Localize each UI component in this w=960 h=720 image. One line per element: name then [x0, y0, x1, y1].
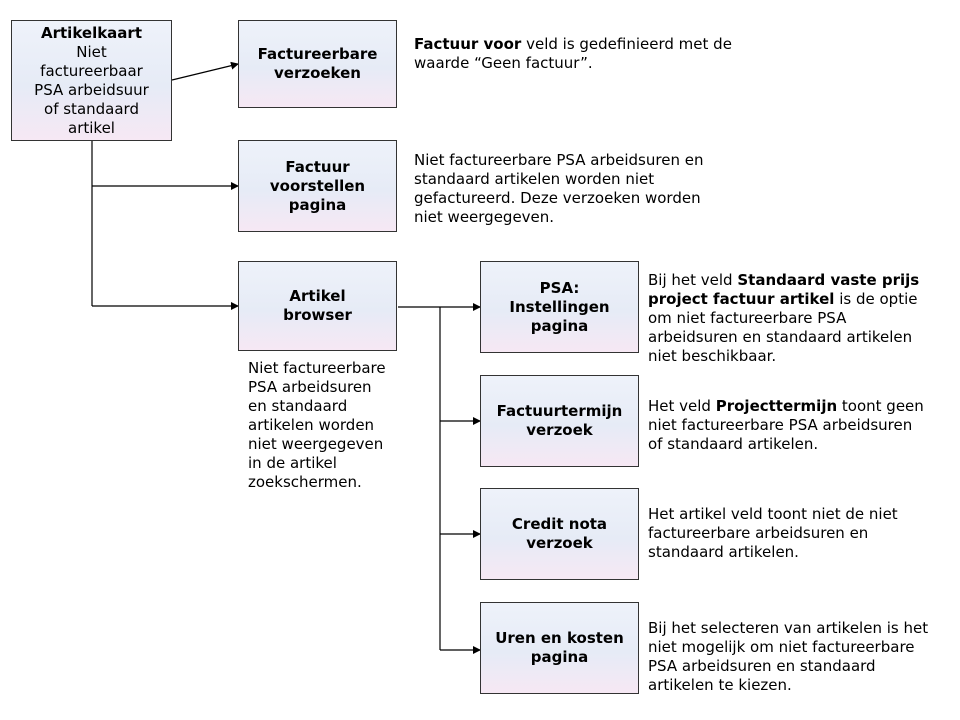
note-line: factureerbare arbeidsuren en: [648, 524, 869, 542]
note-line: artikelen worden: [248, 416, 375, 434]
node-artikelkaart-sub-4: artikel: [68, 118, 115, 137]
note-line: niet weergegeven: [248, 435, 384, 453]
note-line: gefactureerd. Deze verzoeken worden: [414, 189, 701, 207]
note-line: PSA arbeidsuren en standaard: [648, 657, 876, 675]
node-label-line: PSA:: [539, 278, 580, 297]
note-text: Het veld: [648, 397, 716, 415]
note-bold: Standaard vaste prijs: [737, 271, 920, 289]
note-text: veld is gedefinieerd met de: [521, 35, 732, 53]
note-line: niet beschikbaar.: [648, 347, 777, 365]
note-bold: Factuur voor: [414, 35, 522, 53]
node-label-line: pagina: [530, 648, 589, 666]
node-factureerbare-verzoeken: Factureerbare verzoeken: [238, 20, 397, 108]
node-label-line: Artikel: [289, 287, 346, 305]
node-factuur-voorstellen: Factuur voorstellen pagina: [238, 140, 397, 232]
note-line: standaard artikelen worden niet: [414, 170, 655, 188]
note-factureerbare-verzoeken: Factuur voor veld is gedefinieerd met de…: [414, 35, 774, 73]
node-artikelkaart-sub-3: of standaard: [44, 99, 139, 118]
node-artikelkaart-sub-0: Niet: [76, 42, 107, 61]
note-line: Bij het selecteren van artikelen is het: [648, 619, 929, 637]
note-line: niet weergegeven.: [414, 208, 555, 226]
node-label-line: Factureerbare: [257, 45, 378, 63]
note-line: om niet factureerbare PSA: [648, 309, 847, 327]
node-label-line: Uren en kosten: [495, 629, 624, 647]
node-psa-instellingen: PSA: Instellingen pagina: [480, 261, 639, 353]
note-line: waarde “Geen factuur”.: [414, 54, 593, 72]
node-label-line: browser: [283, 306, 352, 324]
note-line: standaard artikelen.: [648, 543, 799, 561]
arrow-artikelkaart-to-factureerbare: [171, 61, 239, 81]
node-label-line: verzoek: [526, 534, 593, 552]
note-line: niet mogelijk om niet factureerbare: [648, 638, 915, 656]
note-line: en standaard: [248, 397, 348, 415]
node-label-line: Credit nota: [511, 515, 608, 533]
note-line: Niet factureerbare: [248, 359, 386, 377]
node-label-line: verzoek: [526, 421, 593, 439]
note-credit-nota: Het artikel veld toont niet de niet fact…: [648, 505, 953, 562]
note-bold: Projecttermijn: [715, 397, 838, 415]
note-artikel-browser: Niet factureerbare PSA arbeidsuren en st…: [248, 359, 418, 492]
node-artikelkaart-title: Artikelkaart: [41, 23, 142, 42]
note-text: Bij het veld: [648, 271, 738, 289]
node-artikel-browser: Artikel browser: [238, 261, 397, 351]
node-credit-nota: Credit nota verzoek: [480, 488, 639, 580]
note-factuur-voorstellen: Niet factureerbare PSA arbeidsuren en st…: [414, 151, 754, 227]
node-artikelkaart-sub-2: PSA arbeidsuur: [34, 80, 149, 99]
node-label-line: pagina: [288, 195, 347, 214]
note-line: PSA arbeidsuren: [248, 378, 372, 396]
note-line: in de artikel: [248, 454, 337, 472]
node-label-line: verzoeken: [274, 64, 361, 82]
note-factuurtermijn: Het veld Projecttermijn toont geen niet …: [648, 397, 953, 454]
node-factuurtermijn: Factuurtermijn verzoek: [480, 375, 639, 467]
node-label-line: Factuurtermijn: [496, 402, 623, 420]
note-psa-instellingen: Bij het veld Standaard vaste prijs proje…: [648, 271, 953, 366]
node-artikelkaart: Artikelkaart Niet factureerbaar PSA arbe…: [11, 20, 172, 141]
note-text: toont geen: [837, 397, 924, 415]
node-uren-kosten: Uren en kosten pagina: [480, 602, 639, 694]
note-line: of standaard artikelen.: [648, 435, 819, 453]
node-artikelkaart-sub-1: factureerbaar: [40, 61, 143, 80]
note-line: Niet factureerbare PSA arbeidsuren en: [414, 151, 704, 169]
node-label-line: voorstellen: [269, 176, 366, 195]
node-label-line: Instellingen: [509, 297, 610, 316]
note-line: zoekschermen.: [248, 473, 362, 491]
note-line: niet factureerbare PSA arbeidsuren: [648, 416, 913, 434]
node-label-line: pagina: [530, 316, 589, 335]
note-text: is de optie: [834, 290, 918, 308]
note-uren-kosten: Bij het selecteren van artikelen is het …: [648, 619, 958, 695]
note-line: artikelen te kiezen.: [648, 676, 792, 694]
note-line: Het artikel veld toont niet de niet: [648, 505, 898, 523]
note-bold: project factuur artikel: [648, 290, 835, 308]
note-line: arbeidsuren en standaard artikelen: [648, 328, 913, 346]
node-label-line: Factuur: [285, 157, 350, 176]
